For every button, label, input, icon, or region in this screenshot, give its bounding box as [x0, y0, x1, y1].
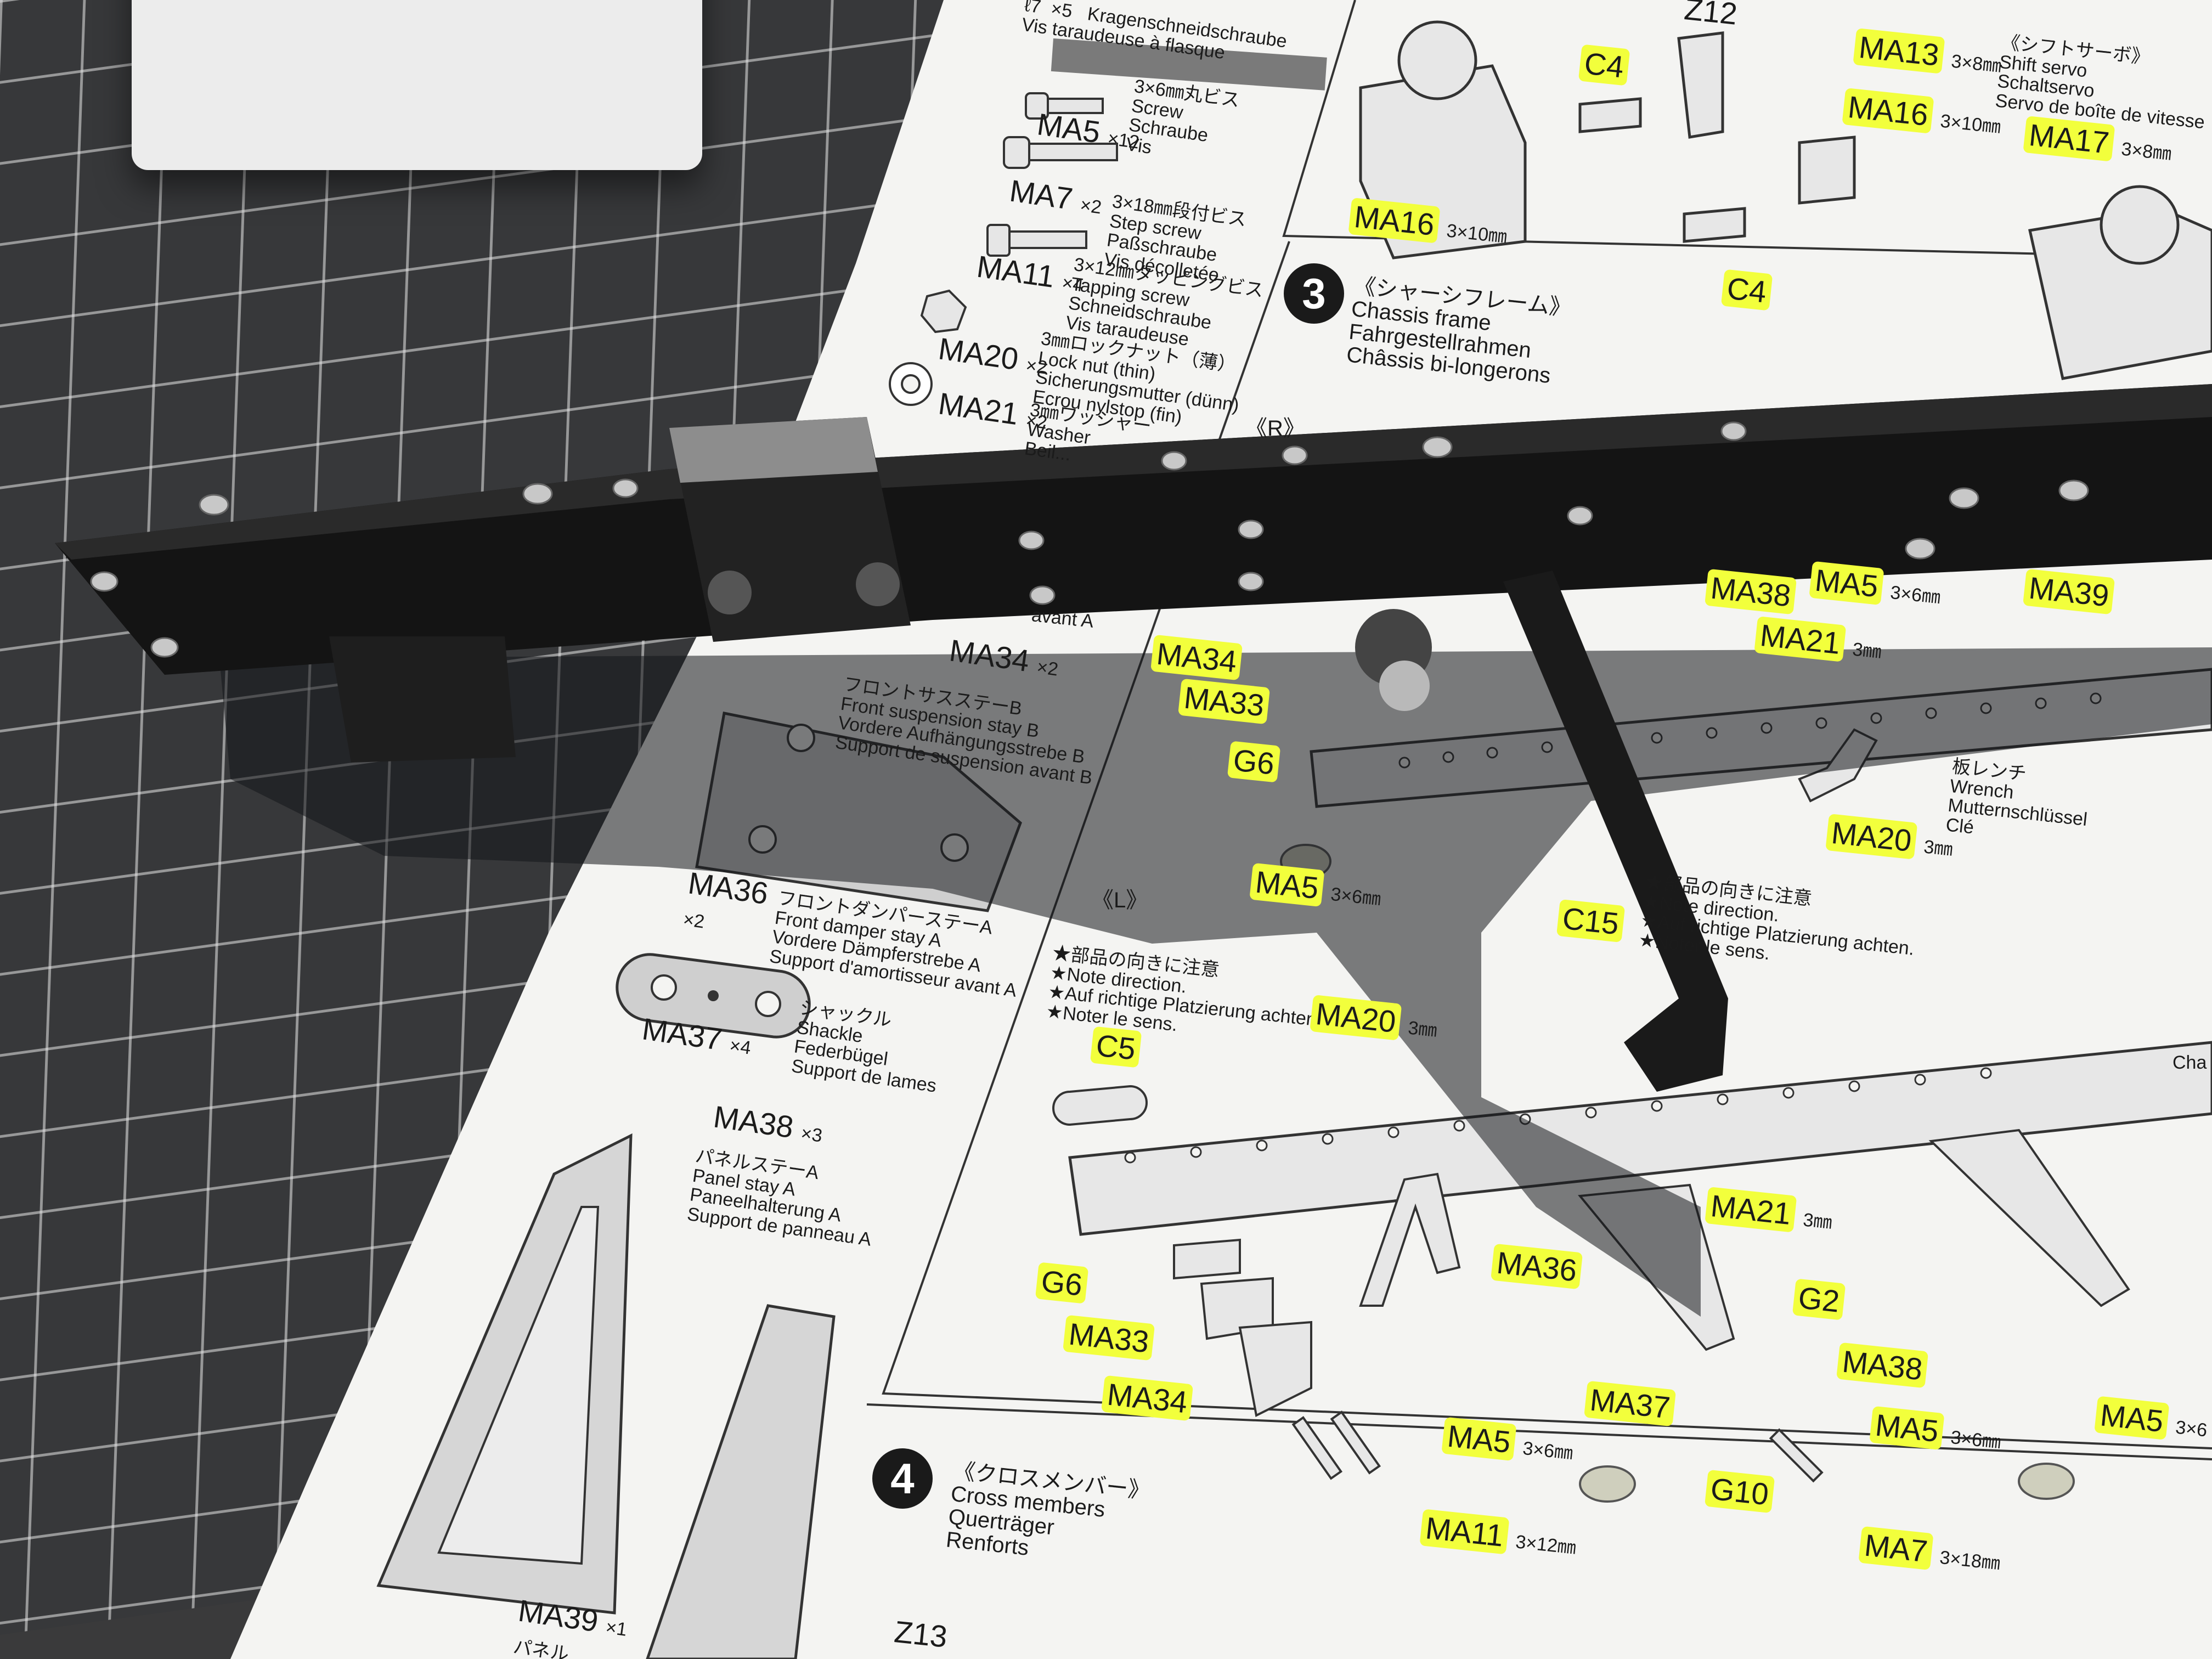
c5-code: C5: [1090, 1026, 1142, 1068]
ma13-size: 3×8㎜: [1950, 50, 2002, 77]
ma37-qty: ×4: [728, 1035, 753, 1059]
ma16b-size: 3×10㎜: [1939, 110, 2002, 138]
ma36-low-label: MA36: [1491, 1243, 1583, 1290]
l-side-marker: 《L》: [1092, 888, 1148, 912]
ma39-step3-label: MA39: [2023, 568, 2115, 615]
ma36-part-label: MA36×2: [681, 865, 770, 942]
c4-bottom-code: C4: [1720, 269, 1773, 311]
ma5-low-size: 3×6㎜: [1521, 1437, 1574, 1464]
cha-partial-text: Cha: [2172, 1052, 2207, 1073]
ma5-low2-size: 3×6㎜: [1949, 1426, 2002, 1453]
c15-code: C15: [1556, 899, 1626, 943]
ma17-size: 3×8㎜: [2120, 138, 2172, 165]
ma34-qty: ×2: [1035, 656, 1060, 680]
g10-code: G10: [1704, 1469, 1775, 1514]
c5-label: C5: [1090, 1026, 1142, 1068]
c4-top-code: C4: [1578, 44, 1630, 86]
ma5-low2-code: MA5: [1869, 1406, 1945, 1451]
ma5-step3-code: MA5: [1249, 862, 1325, 907]
ma34-step3-label: MA34: [1150, 634, 1243, 681]
g6-step3-code: G6: [1227, 741, 1281, 783]
ma16a-size: 3×10㎜: [1445, 220, 1508, 247]
ma39-qty: ×1: [604, 1616, 629, 1640]
ma5-low3-size: 3×6: [2174, 1417, 2209, 1441]
ma37-low-label: MA37: [1584, 1380, 1677, 1427]
ma5-desc: 3×6㎜丸ビス Screw Schraube Vis: [1125, 76, 1242, 159]
ma11-low-size: 3×12㎜: [1514, 1531, 1577, 1559]
ma5b-step3-code: MA5: [1809, 561, 1884, 606]
g2-label: G2: [1792, 1278, 1846, 1321]
ma21-step3-size: 3㎜: [1851, 639, 1883, 663]
r-side-marker: 《R》: [1245, 416, 1305, 441]
ma5b-step3-size: 3×6㎜: [1889, 582, 1942, 608]
z12-label: Z12: [1683, 0, 1739, 31]
ma36-qty: ×2: [681, 909, 706, 933]
white-storage-box: [132, 0, 702, 170]
ma39-desc: パネル: [512, 1636, 571, 1659]
ma38-step3-label: MA38: [1705, 568, 1797, 615]
g6-low-label: G6: [1035, 1262, 1089, 1304]
g2-code: G2: [1792, 1278, 1846, 1321]
ma38-low-label: MA38: [1836, 1342, 1929, 1389]
step3-number: 3: [1284, 263, 1344, 324]
g6-low-code: G6: [1035, 1262, 1089, 1304]
g6-step3-label: G6: [1227, 741, 1281, 783]
ma20b-step3-size: 3㎜: [1922, 836, 1954, 860]
step4-title: 《クロスメンバー》 Cross members Querträger Renfo…: [945, 1459, 1152, 1560]
g10-label: G10: [1704, 1469, 1775, 1514]
ma5-low-code: MA5: [1441, 1417, 1517, 1462]
step4-number: 4: [872, 1448, 933, 1509]
ma7-low-code: MA7: [1858, 1526, 1934, 1571]
z13-label: Z13: [893, 1614, 949, 1654]
ma33-step3-label: MA33: [1178, 678, 1271, 725]
ma38-qty: ×3: [799, 1122, 824, 1147]
c15-label: C15: [1556, 899, 1626, 943]
ma20-step3-size: 3㎜: [1407, 1017, 1438, 1041]
ma33-low-label: MA33: [1063, 1314, 1155, 1361]
ma5-low3-code: MA5: [2094, 1396, 2170, 1440]
ma7-qty: ×2: [1079, 194, 1103, 218]
ma5-step3-size: 3×6㎜: [1329, 883, 1382, 910]
wrench-label: 板レンチ Wrench Mutternschlüssel Clé: [1945, 756, 2089, 838]
ma34-low-label: MA34: [1101, 1375, 1194, 1421]
ma21-low-size: 3㎜: [1802, 1209, 1833, 1233]
c4-bottom-label: C4: [1720, 269, 1773, 311]
c4-top-label: C4: [1578, 44, 1630, 86]
ma7-low-size: 3×18㎜: [1938, 1547, 2001, 1575]
